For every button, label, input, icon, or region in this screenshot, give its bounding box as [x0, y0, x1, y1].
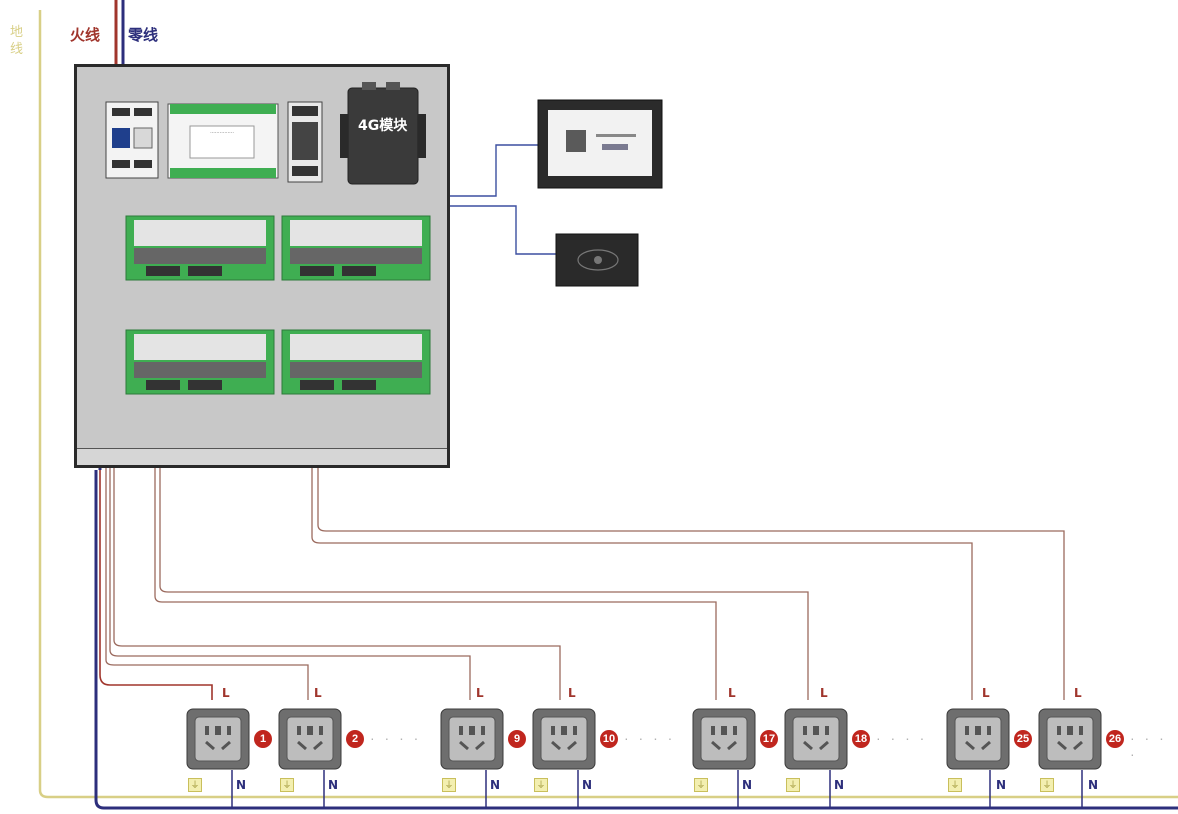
live-pin-label: L: [314, 686, 322, 700]
gsm-module-label: 4G模块: [358, 118, 408, 134]
live-pin-label: L: [222, 686, 230, 700]
live-pin-label: L: [1074, 686, 1082, 700]
live-pin-label: L: [820, 686, 828, 700]
earth-wire-label: 地线: [10, 25, 24, 57]
earth-terminal-icon: ⏚: [442, 778, 456, 792]
relay-board-2-icon: [281, 215, 431, 281]
continuation-dots: · · · ·: [370, 730, 422, 746]
socket-outlet-icon: [692, 708, 756, 770]
neutral-pin-label: N: [328, 778, 339, 792]
continuation-dots: · · · ·: [876, 730, 928, 746]
relay-board-1-icon: [125, 215, 275, 281]
power-socket: [186, 708, 250, 770]
earth-terminal-icon: ⏚: [948, 778, 962, 792]
neutral-pin-label: N: [996, 778, 1007, 792]
socket-outlet-icon: [532, 708, 596, 770]
socket-outlet-icon: [1038, 708, 1102, 770]
power-socket: [440, 708, 504, 770]
neutral-pin-label: N: [1088, 778, 1099, 792]
svg-text:···············: ···············: [210, 130, 234, 136]
neutral-wire-label: 零线: [128, 26, 159, 44]
gsm-module-icon: [340, 82, 426, 185]
earth-wire: [38, 10, 1178, 799]
card-reader-icon: [555, 233, 639, 287]
earth-terminal-icon: ⏚: [694, 778, 708, 792]
live-pin-label: L: [568, 686, 576, 700]
earth-terminal-icon: ⏚: [280, 778, 294, 792]
socket-number-badge: 9: [508, 730, 526, 748]
live-pin-label: L: [476, 686, 484, 700]
power-socket: [1038, 708, 1102, 770]
socket-number-badge: 18: [852, 730, 870, 748]
socket-outlet-icon: [946, 708, 1010, 770]
live-pin-label: L: [982, 686, 990, 700]
socket-number-badge: 1: [254, 730, 272, 748]
continuation-dots: · · · ·: [624, 730, 676, 746]
live-pin-label: L: [728, 686, 736, 700]
earth-terminal-icon: ⏚: [534, 778, 548, 792]
neutral-pin-label: N: [834, 778, 845, 792]
qr-display-screen-icon: [537, 99, 663, 189]
neutral-pin-label: N: [236, 778, 247, 792]
relay-board-4-icon: [281, 329, 431, 395]
power-unit-icon: [287, 101, 323, 183]
socket-number-badge: 10: [600, 730, 618, 748]
power-socket: [784, 708, 848, 770]
power-socket: [532, 708, 596, 770]
cabinet-mounting-rail: [77, 448, 447, 465]
neutral-trunk: [94, 470, 1178, 810]
neutral-pin-label: N: [490, 778, 501, 792]
socket-number-badge: 17: [760, 730, 778, 748]
circuit-breaker-icon: [105, 101, 159, 179]
socket-outlet-icon: [278, 708, 342, 770]
power-socket: [692, 708, 756, 770]
relay-board-3-icon: [125, 329, 275, 395]
live-wire-label: 火线: [70, 26, 101, 44]
socket-number-badge: 2: [346, 730, 364, 748]
socket-outlet-icon: [784, 708, 848, 770]
power-socket: [946, 708, 1010, 770]
earth-terminal-icon: ⏚: [1040, 778, 1054, 792]
socket-outlet-icon: [440, 708, 504, 770]
socket-number-badge: 26: [1106, 730, 1124, 748]
earth-terminal-icon: ⏚: [786, 778, 800, 792]
neutral-pin-label: N: [582, 778, 593, 792]
socket-outlet-icon: [186, 708, 250, 770]
earth-terminal-icon: ⏚: [188, 778, 202, 792]
neutral-pin-label: N: [742, 778, 753, 792]
power-socket: [278, 708, 342, 770]
continuation-dots: · · · ·: [1130, 730, 1167, 762]
socket-number-badge: 25: [1014, 730, 1032, 748]
controller-module-icon: ···············: [167, 103, 279, 179]
